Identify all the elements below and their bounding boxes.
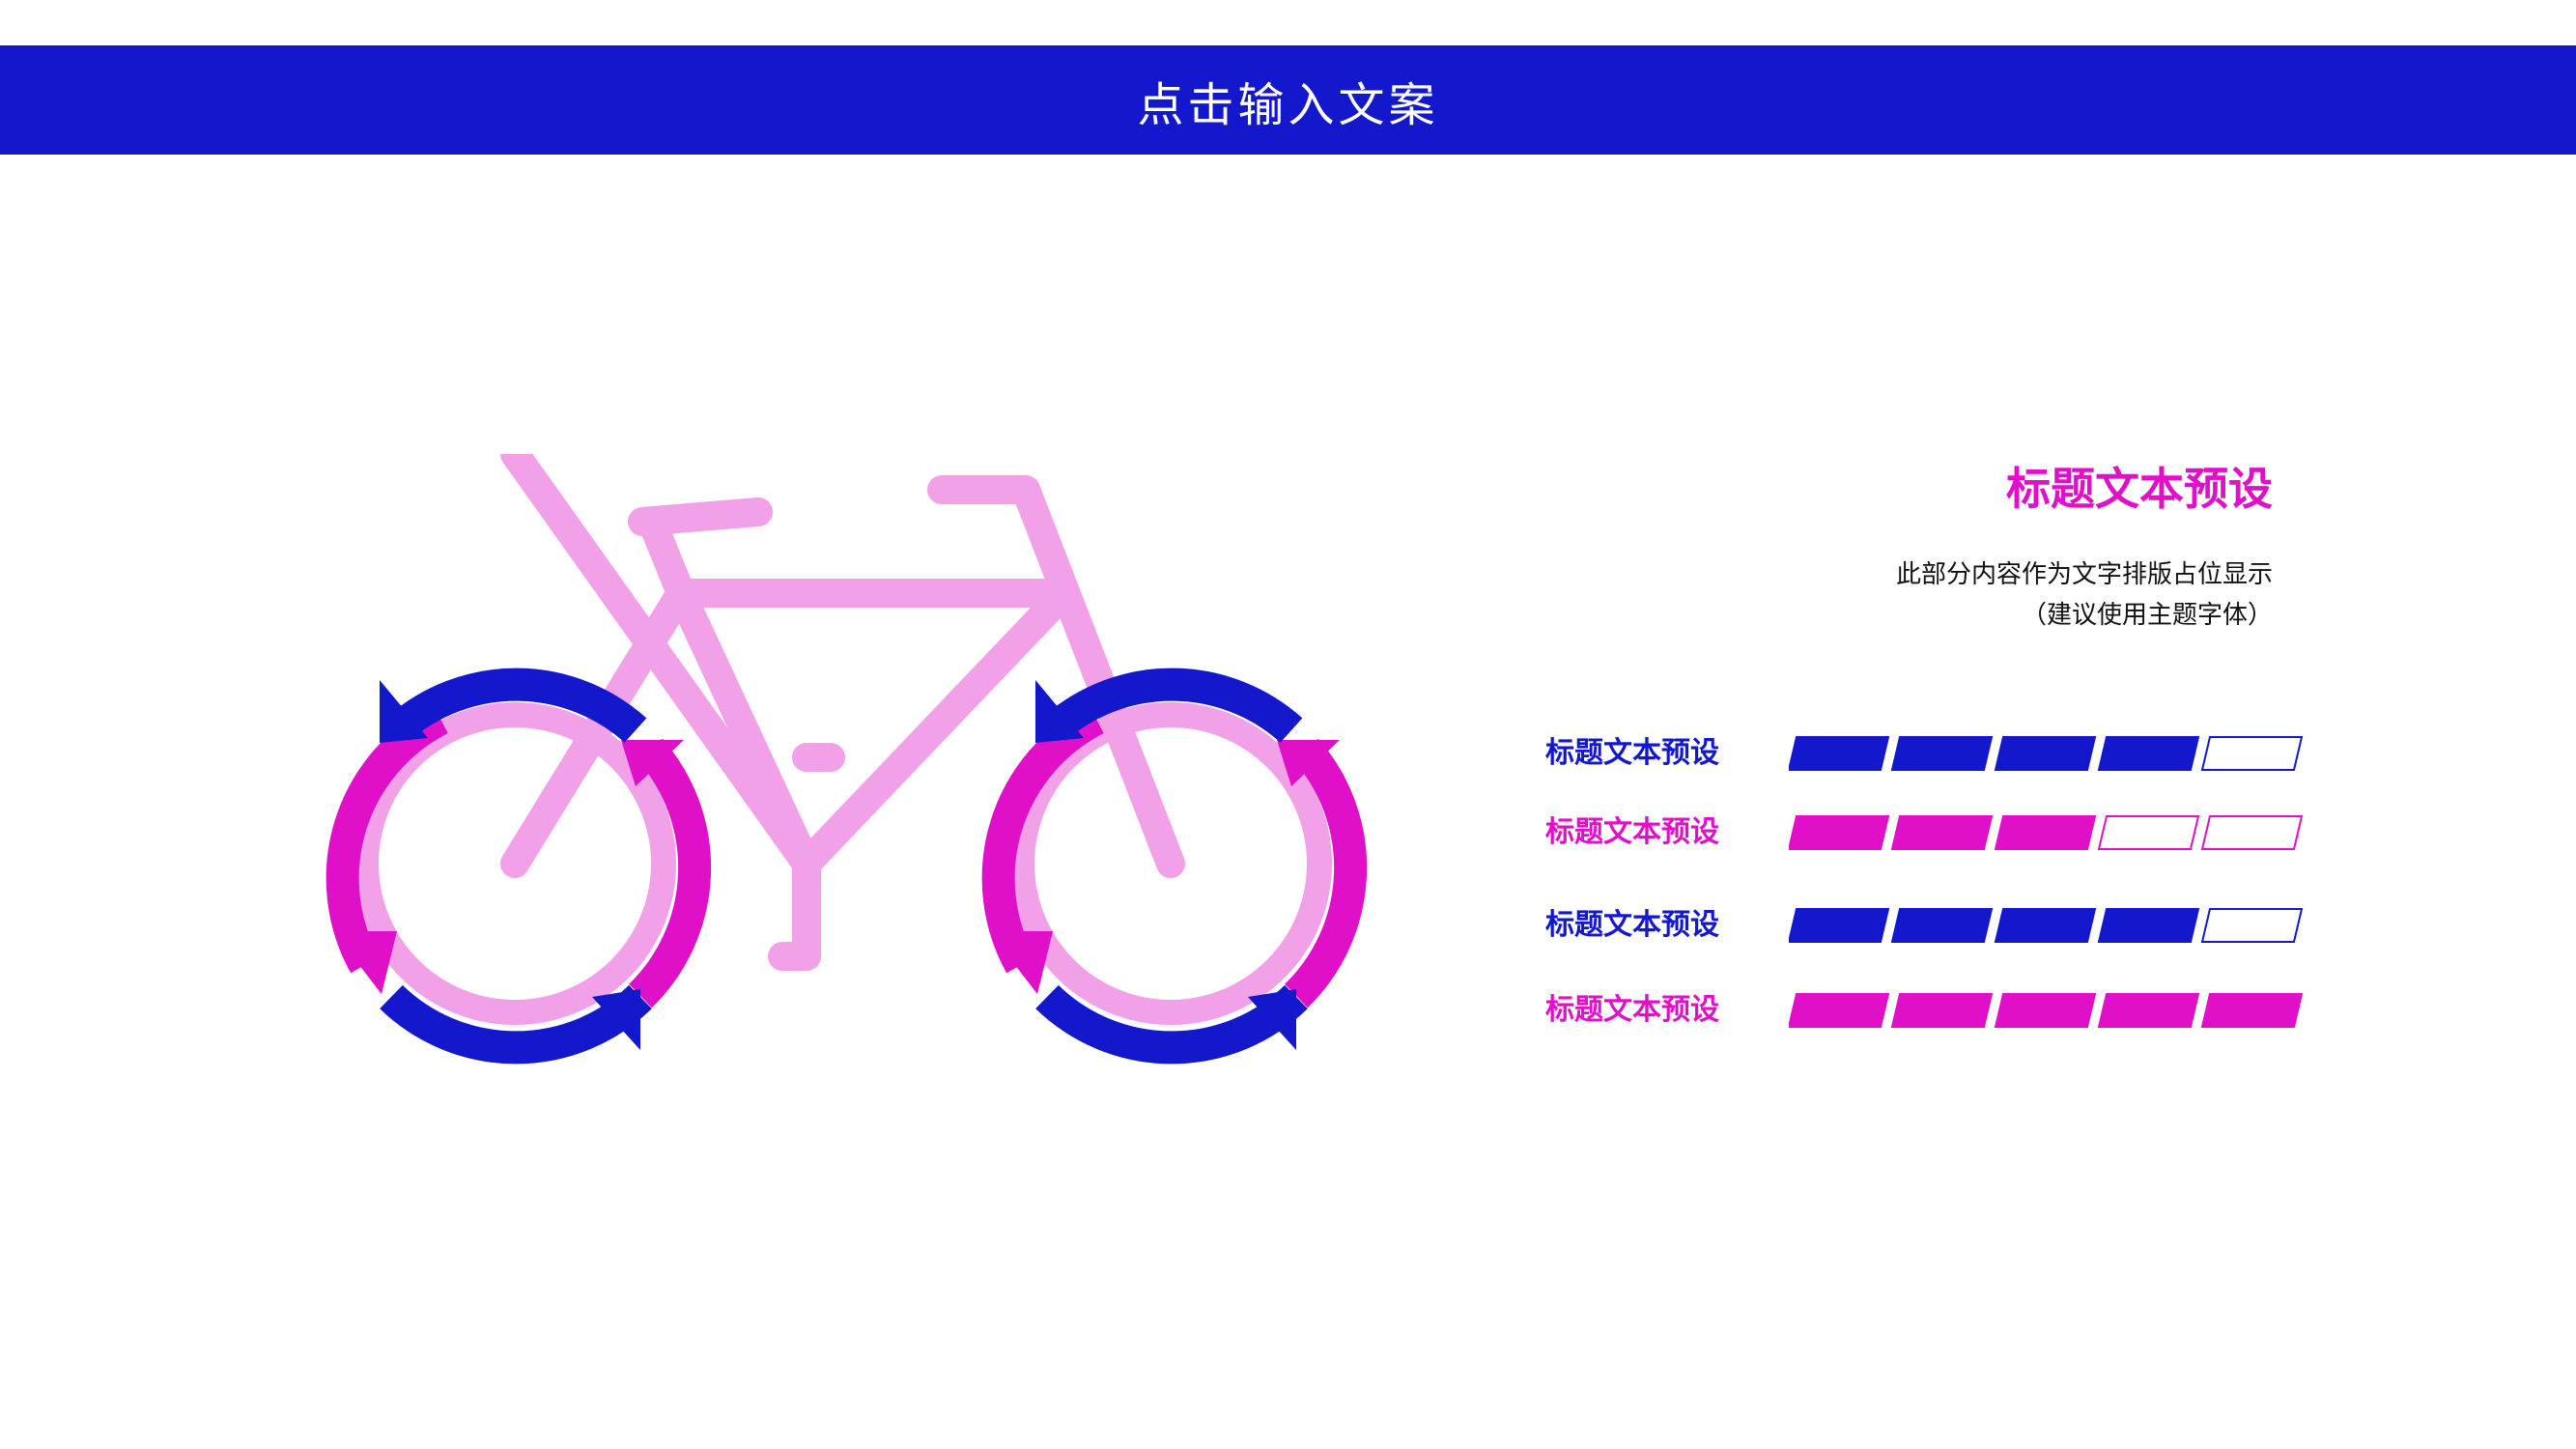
rating-segment-filled [1789, 993, 1890, 1028]
header-bar: 点击输入文案 [0, 45, 2576, 155]
panel-description[interactable]: 此部分内容作为文字排版占位显示 （建议使用主题字体） [1896, 554, 2273, 636]
panel-description-line-1: 此部分内容作为文字排版占位显示 [1895, 560, 2273, 589]
rating-segment-filled [1994, 815, 2097, 850]
rating-row: 标题文本预设 [1545, 991, 2318, 1030]
header-title[interactable]: 点击输入文案 [1137, 77, 1439, 132]
rating-bar [1789, 908, 2304, 943]
rating-segment-empty [2200, 736, 2304, 771]
rating-segment-filled [1994, 908, 2097, 943]
rating-segment-filled [2097, 993, 2200, 1028]
rating-row: 标题文本预设 [1545, 813, 2318, 852]
rating-segment-filled [1994, 736, 2097, 771]
rating-label[interactable]: 标题文本预设 [1545, 736, 1719, 770]
rating-segment-filled [2097, 908, 2200, 943]
rating-bar [1789, 736, 2304, 771]
rating-bar [1789, 815, 2304, 850]
rating-segment-empty [2097, 815, 2200, 850]
bicycle-with-cycle-arrows-icon [290, 454, 1401, 1082]
rating-row: 标题文本预设 [1545, 734, 2318, 773]
rating-label[interactable]: 标题文本预设 [1545, 993, 1719, 1027]
rating-segment-filled [2200, 993, 2304, 1028]
rating-segment-filled [1994, 993, 2097, 1028]
rating-segment-empty [2200, 815, 2304, 850]
rating-segment-filled [1789, 908, 1890, 943]
rating-segment-filled [1890, 993, 1994, 1028]
rating-row: 标题文本预设 [1545, 906, 2318, 945]
rating-segment-filled [1890, 815, 1994, 850]
panel-title[interactable]: 标题文本预设 [2006, 463, 2273, 515]
rating-segment-filled [2097, 736, 2200, 771]
rating-label[interactable]: 标题文本预设 [1545, 815, 1719, 849]
rating-label[interactable]: 标题文本预设 [1545, 908, 1719, 942]
rating-segment-filled [1789, 815, 1890, 850]
rating-segment-filled [1890, 908, 1994, 943]
rating-segment-empty [2200, 908, 2304, 943]
panel-description-line-2: （建议使用主题字体） [2021, 601, 2273, 630]
rating-segment-filled [1890, 736, 1994, 771]
rating-segment-filled [1789, 736, 1890, 771]
bicycle-illustration [290, 454, 1401, 1082]
rating-bar [1789, 993, 2304, 1028]
